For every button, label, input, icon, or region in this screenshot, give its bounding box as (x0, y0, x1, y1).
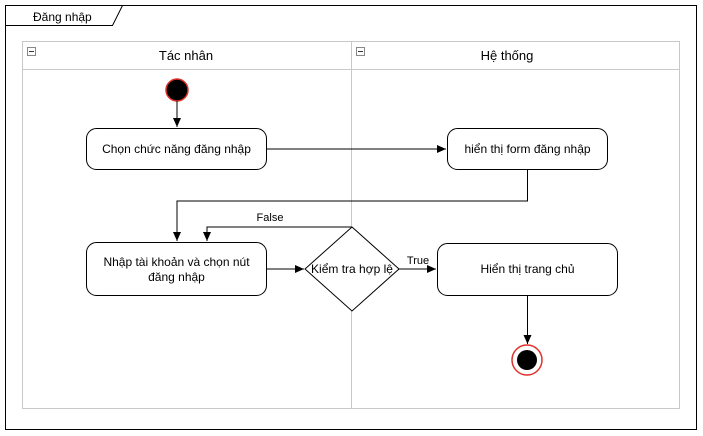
collapse-icon[interactable] (27, 47, 36, 56)
edge-false-loop (203, 226, 352, 241)
action-show-form-label: hiển thị form đăng nhập (464, 142, 590, 156)
decision-check-valid: Kiểm tra hợp lệ (304, 226, 400, 312)
action-input-account-label-line2: đăng nhập (148, 270, 205, 284)
lane-actor-header: Tác nhân (27, 47, 213, 63)
action-show-form: hiển thị form đăng nhập (447, 128, 608, 170)
edge-true-label: True (407, 255, 429, 267)
lane-system-label: Hệ thống (481, 48, 534, 63)
decision-check-valid-label: Kiểm tra hợp lệ (311, 262, 393, 276)
action-choose-login-label: Chọn chức năng đăng nhập (102, 142, 251, 156)
end-node (511, 344, 543, 376)
swimlane-pool (22, 41, 680, 409)
start-node (165, 78, 189, 102)
action-show-home-label: Hiển thị trang chủ (480, 262, 574, 276)
action-input-account-label-line1: Nhập tài khoản và chọn nút (103, 255, 250, 269)
edge-false-label: False (257, 212, 284, 224)
collapse-icon[interactable] (356, 47, 365, 56)
frame-title-tab (5, 5, 123, 26)
edge-form-to-input (173, 169, 528, 241)
action-choose-login: Chọn chức năng đăng nhập (86, 128, 267, 170)
action-input-account: Nhập tài khoản và chọn nút đăng nhập (86, 242, 267, 296)
lane-actor-label: Tác nhân (159, 48, 213, 63)
action-show-home: Hiển thị trang chủ (437, 243, 618, 296)
frame-title: Đăng nhập (33, 10, 92, 24)
lane-system-header: Hệ thống (356, 47, 534, 63)
